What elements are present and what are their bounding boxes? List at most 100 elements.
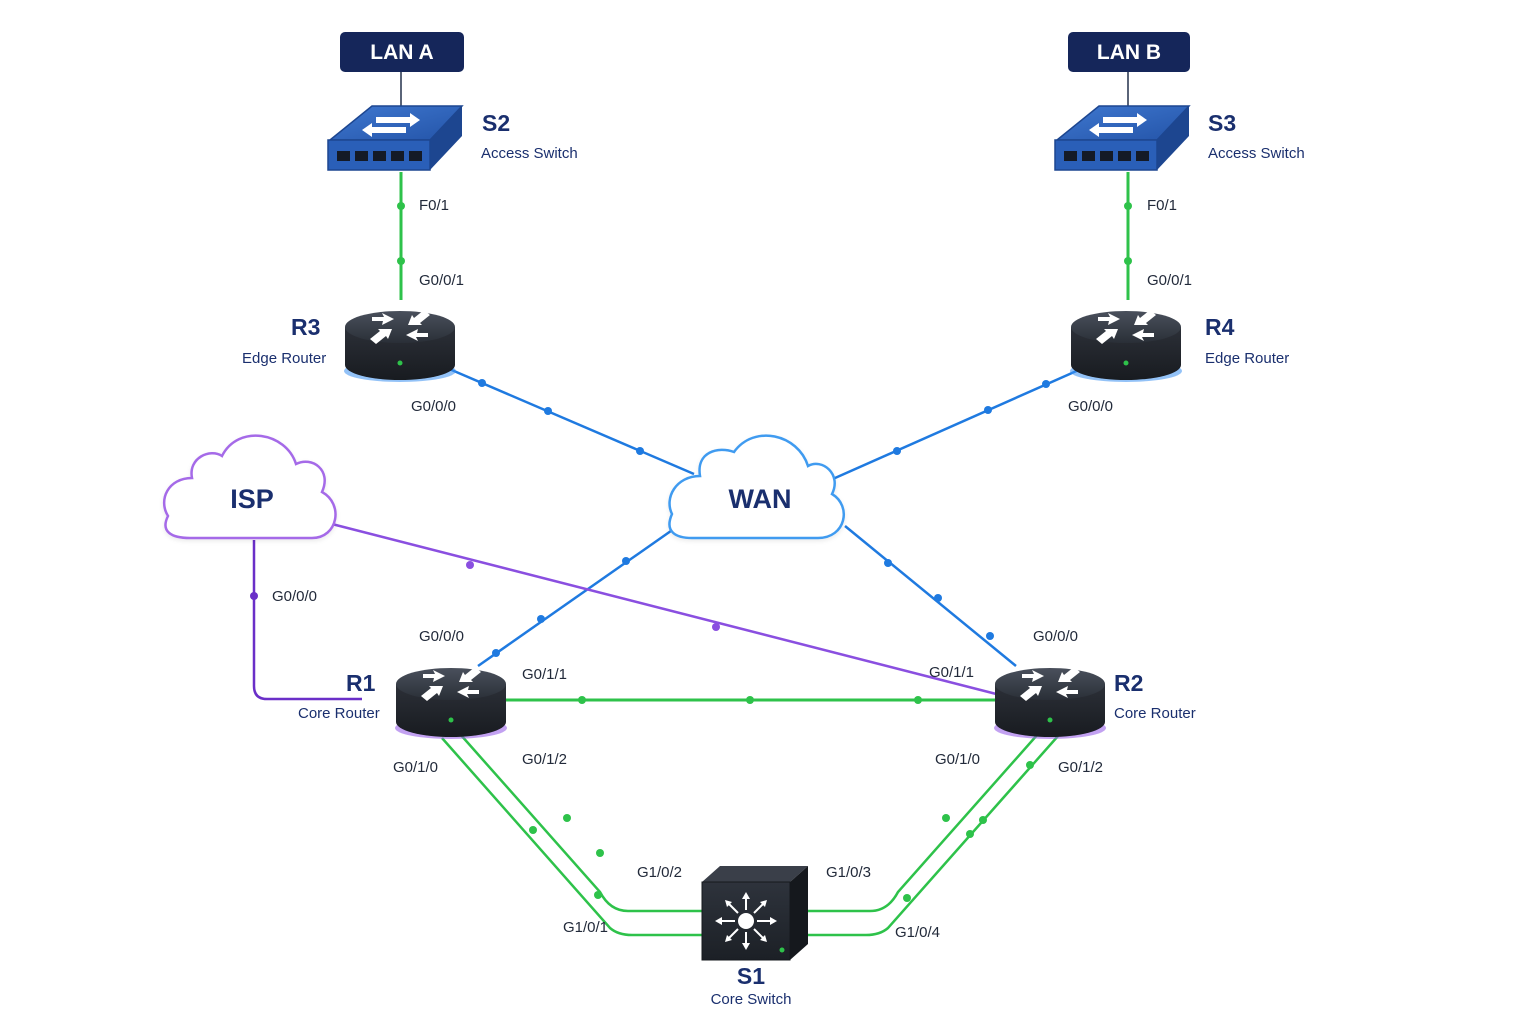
port-label: G0/0/0 <box>411 398 456 415</box>
router-icon <box>395 667 507 739</box>
port-label: G0/1/1 <box>929 664 974 681</box>
port-dot <box>397 202 405 210</box>
link-r2-s1-b[interactable] <box>806 735 1059 937</box>
port-dot <box>492 649 500 657</box>
r2-role: Core Router <box>1114 705 1196 722</box>
port-dot <box>712 623 720 631</box>
port-label: G0/0/1 <box>1147 272 1192 289</box>
port-dot <box>942 814 950 822</box>
port-dot <box>537 615 545 623</box>
r1-name: R1 <box>346 670 376 696</box>
r4-role: Edge Router <box>1205 350 1289 367</box>
port-dot <box>979 816 987 824</box>
s2-role: Access Switch <box>481 145 578 162</box>
r3-name: R3 <box>291 314 320 340</box>
lan-a-label: LAN A <box>370 41 433 64</box>
link-r2-s1-a[interactable] <box>806 733 1039 913</box>
port-label: G0/1/1 <box>522 666 567 683</box>
access-switch-icon <box>327 105 464 171</box>
s3-name: S3 <box>1208 110 1236 136</box>
s2-name: S2 <box>482 110 510 136</box>
access-switch-icon <box>1054 105 1191 171</box>
s3-role: Access Switch <box>1208 145 1305 162</box>
link-r2-wan[interactable] <box>844 525 1017 667</box>
port-dot <box>1124 202 1132 210</box>
isp-label: ISP <box>230 484 274 514</box>
port-label: G0/0/0 <box>1068 398 1113 415</box>
port-dot <box>914 696 922 704</box>
port-label: G0/1/2 <box>522 751 567 768</box>
r4-name: R4 <box>1205 314 1235 340</box>
port-dot <box>934 594 942 602</box>
port-label: G0/1/2 <box>1058 759 1103 776</box>
port-dot <box>893 447 901 455</box>
core-switch-s1[interactable]: S1 Core Switch <box>701 866 808 1008</box>
port-label: G0/1/0 <box>393 759 438 776</box>
port-dot <box>544 407 552 415</box>
port-dot <box>594 891 602 899</box>
port-dot <box>1026 761 1034 769</box>
port-dot <box>478 379 486 387</box>
port-dot <box>1042 380 1050 388</box>
port-dot <box>397 257 405 265</box>
port-dot <box>596 849 604 857</box>
port-dot <box>884 559 892 567</box>
port-label: G1/0/3 <box>826 864 871 881</box>
multilayer-switch-icon <box>701 866 808 961</box>
port-dot <box>636 447 644 455</box>
r3-role: Edge Router <box>242 350 326 367</box>
port-dot <box>622 557 630 565</box>
link-isp-r2[interactable] <box>327 521 1009 699</box>
cloud-icon <box>668 434 846 540</box>
link-isp-r1[interactable] <box>252 540 362 701</box>
port-label: G0/0/1 <box>419 272 464 289</box>
r1-role: Core Router <box>298 705 380 722</box>
access-switch-s2[interactable]: S2 Access Switch <box>327 105 578 171</box>
links <box>250 72 1132 937</box>
router-icon <box>1070 310 1182 382</box>
port-dot <box>746 696 754 704</box>
port-label: G0/1/0 <box>935 751 980 768</box>
link-r3-wan[interactable] <box>446 366 695 476</box>
lan-b-badge[interactable]: LAN B <box>1068 32 1190 72</box>
s1-role: Core Switch <box>711 991 792 1008</box>
link-r1-s1-a[interactable] <box>459 733 702 913</box>
link-r4-wan[interactable] <box>825 367 1082 484</box>
router-icon <box>344 310 456 382</box>
port-dot <box>250 592 258 600</box>
port-label: F0/1 <box>419 197 449 214</box>
core-router-r2[interactable]: R2 Core Router <box>994 667 1196 739</box>
port-label: G1/0/1 <box>563 919 608 936</box>
cloud-icon <box>162 434 337 540</box>
s1-name: S1 <box>737 963 765 989</box>
wan-cloud[interactable]: WAN <box>668 434 846 540</box>
edge-router-r4[interactable]: R4 Edge Router <box>1070 310 1289 382</box>
port-dot <box>986 632 994 640</box>
port-label: F0/1 <box>1147 197 1177 214</box>
port-label: G1/0/4 <box>895 924 940 941</box>
port-dot <box>563 814 571 822</box>
port-dot <box>529 826 537 834</box>
isp-cloud[interactable]: ISP <box>162 434 337 540</box>
access-switch-s3[interactable]: S3 Access Switch <box>1054 105 1305 171</box>
port-label: G0/0/0 <box>272 588 317 605</box>
wan-label: WAN <box>729 484 792 514</box>
link-r1-s1-b[interactable] <box>441 737 702 937</box>
port-dot <box>903 894 911 902</box>
link-r1-wan[interactable] <box>477 524 679 668</box>
port-label: G1/0/2 <box>637 864 682 881</box>
router-icon <box>994 667 1106 739</box>
core-router-r1[interactable]: R1 Core Router <box>298 667 507 739</box>
lan-a-badge[interactable]: LAN A <box>340 32 464 72</box>
port-dot <box>966 830 974 838</box>
port-label: G0/0/0 <box>419 628 464 645</box>
port-dot <box>984 406 992 414</box>
port-dot <box>578 696 586 704</box>
edge-router-r3[interactable]: R3 Edge Router <box>242 310 456 382</box>
lan-b-label: LAN B <box>1097 41 1161 64</box>
r2-name: R2 <box>1114 670 1143 696</box>
port-labels: F0/1 G0/0/1 G0/0/0 F0/1 G0/0/1 G0/0/0 G0… <box>272 197 1192 941</box>
port-dot <box>466 561 474 569</box>
port-dot <box>1124 257 1132 265</box>
